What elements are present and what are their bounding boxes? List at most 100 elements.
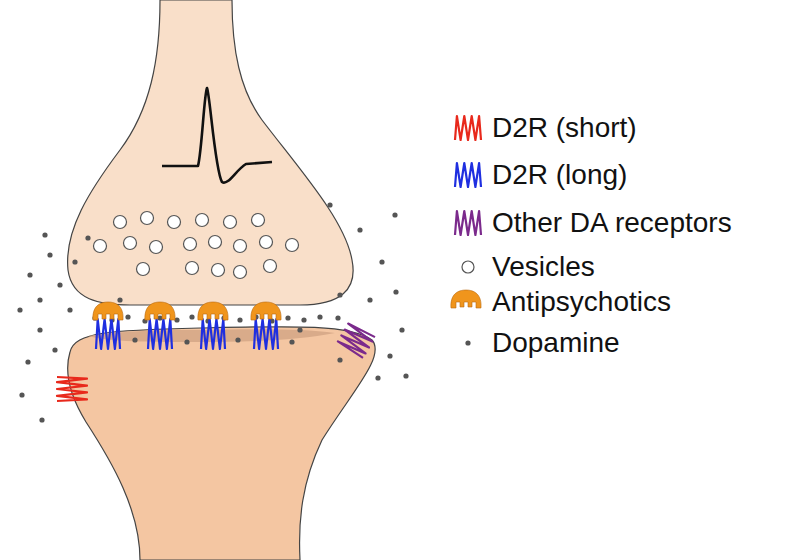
dopamine-dot: [317, 314, 322, 319]
legend-sample: [446, 250, 488, 284]
dopamine-dot: [337, 292, 342, 297]
dopamine-dot: [184, 339, 189, 344]
vesicle: [196, 214, 209, 227]
dopamine-dots: [17, 202, 408, 422]
dopamine-dot: [367, 297, 372, 302]
dopamine-dot: [72, 259, 77, 264]
legend-entry: Other DA receptors: [446, 206, 732, 240]
vesicle: [209, 236, 222, 249]
vesicle: [94, 240, 107, 253]
dopamine-dot: [327, 202, 332, 207]
legend-swatch: [451, 290, 481, 308]
dopamine-dot: [52, 347, 57, 352]
dopamine-sample: [465, 340, 470, 345]
vesicle: [141, 212, 154, 225]
presynaptic-terminal: [68, 0, 354, 305]
dopamine-dot: [289, 339, 294, 344]
vesicle: [184, 238, 197, 251]
dopamine-dot: [399, 327, 404, 332]
dopamine-dot: [237, 317, 242, 322]
dopamine-dot: [37, 327, 42, 332]
legend-swatch: [455, 163, 481, 187]
dopamine-dot: [25, 359, 30, 364]
vesicles: [94, 212, 299, 279]
dopamine-dot: [357, 227, 362, 232]
vesicle: [252, 214, 265, 227]
dopamine-dot: [403, 373, 408, 378]
d2r-long-receptor: [148, 319, 172, 349]
postsynaptic-neuron: [68, 327, 376, 560]
d2r-long-receptor: [96, 319, 120, 349]
vesicle: [124, 237, 137, 250]
vesicle: [114, 216, 127, 229]
dopamine-dot: [17, 307, 22, 312]
dopamine-dot: [379, 259, 384, 264]
vesicle: [186, 262, 199, 275]
dopamine-dot: [297, 327, 302, 332]
vesicle: [168, 216, 181, 229]
vesicle: [150, 241, 163, 254]
legend-entry: Antipsychotics: [446, 285, 671, 319]
dopamine-dot: [57, 282, 62, 287]
dopamine-dot: [42, 232, 47, 237]
antipsychotic: [145, 302, 175, 320]
dopamine-dot: [37, 297, 42, 302]
dopamine-dot: [125, 314, 130, 319]
receptors: [57, 302, 375, 401]
legend-swatch: [455, 116, 481, 140]
antipsychotic: [198, 302, 228, 320]
legend-sample: [446, 206, 488, 240]
dopamine-dot: [132, 337, 137, 342]
legend-entry: D2R (short): [446, 111, 637, 145]
d2r-short-receptor: [57, 377, 87, 401]
vesicle: [234, 266, 247, 279]
legend-text: D2R (short): [492, 113, 637, 144]
vesicle: [212, 264, 225, 277]
dopamine-dot: [39, 417, 44, 422]
vesicle: [137, 263, 150, 276]
vesicle: [234, 240, 247, 253]
dopamine-dot: [301, 317, 306, 322]
legend-text: D2R (long): [492, 160, 627, 191]
legend-entry: Vesicles: [446, 250, 595, 284]
dopamine-dot: [117, 297, 122, 302]
dopamine-dot: [392, 212, 397, 217]
legend-sample: [446, 326, 488, 360]
legend-sample: [446, 285, 488, 319]
dopamine-dot: [337, 357, 342, 362]
vesicle: [224, 216, 237, 229]
legend-entry: Dopamine: [446, 326, 620, 360]
antipsychotic: [251, 302, 281, 320]
dopamine-dot: [335, 315, 340, 320]
legend-entry: D2R (long): [446, 158, 627, 192]
dopamine-dot: [393, 289, 398, 294]
dopamine-dot: [19, 392, 24, 397]
dopamine-dot: [235, 337, 240, 342]
legend-swatch: [455, 211, 481, 235]
d2r-long-receptor: [254, 319, 278, 349]
d2r-long-receptor: [201, 319, 225, 349]
legend-text: Other DA receptors: [492, 208, 732, 239]
antipsychotic: [93, 302, 123, 320]
dopamine-dot: [387, 353, 392, 358]
legend-sample: [446, 111, 488, 145]
dopamine-dot: [67, 307, 72, 312]
dopamine-dot: [47, 252, 52, 257]
legend-sample: [446, 158, 488, 192]
action-potential-trace: [162, 88, 272, 183]
vesicle: [260, 236, 273, 249]
vesicle-sample: [462, 261, 474, 273]
other-da-receptor: [337, 322, 375, 358]
legend-text: Dopamine: [492, 328, 620, 359]
legend-text: Antipsychotics: [492, 287, 671, 318]
vesicle: [264, 260, 277, 273]
vesicle: [286, 239, 299, 252]
dopamine-dot: [27, 272, 32, 277]
dopamine-dot: [375, 375, 380, 380]
legend-text: Vesicles: [492, 252, 595, 283]
dopamine-dot: [285, 315, 290, 320]
dopamine-dot: [189, 314, 194, 319]
dopamine-dot: [85, 235, 90, 240]
